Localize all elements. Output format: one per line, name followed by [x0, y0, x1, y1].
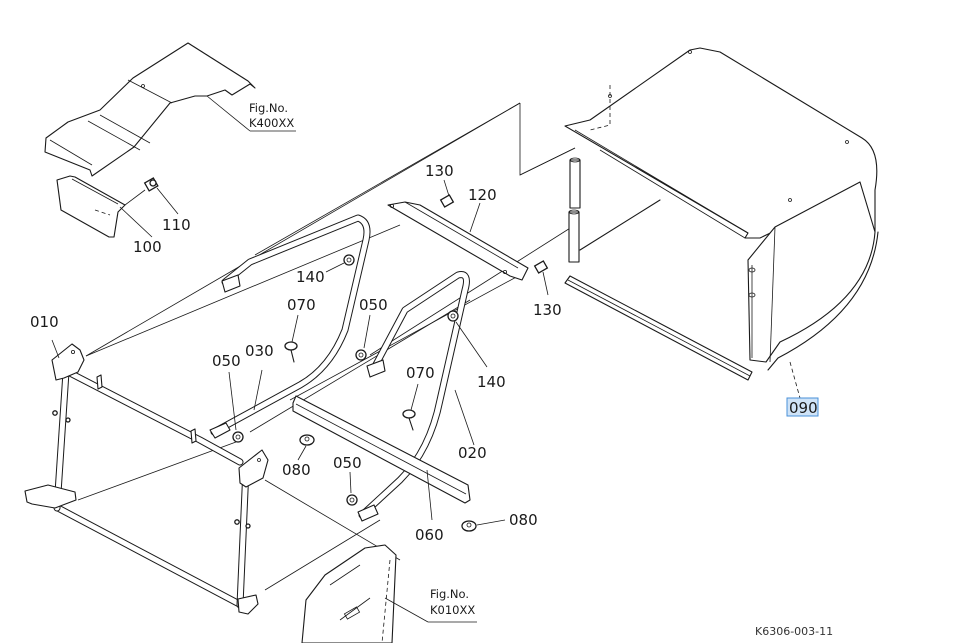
part-070-pin-a [284, 314, 299, 363]
part-label-090[interactable]: 090 [789, 399, 818, 417]
figure-ref-k400: Fig.No. K400XX [249, 101, 294, 130]
part-label-130-b: 130 [533, 301, 562, 319]
part-label-080-a: 080 [282, 461, 311, 479]
drawing-code: K6306-003-11 [755, 625, 833, 638]
part-110-bolt [143, 177, 179, 215]
part-030-bar [209, 214, 371, 439]
part-130-bolt-b [533, 260, 549, 296]
part-label-070-b: 070 [406, 364, 435, 382]
figure-ref-k010: Fig.No. K010XX [430, 587, 475, 617]
part-050-nut-a [228, 371, 244, 443]
figure-ref-number: K010XX [430, 603, 475, 617]
part-080-bushing-b [461, 519, 506, 532]
part-010-frame [24, 339, 269, 615]
part-label-030: 030 [245, 342, 274, 360]
part-140-nut-b [447, 310, 488, 368]
figure-ref-label: Fig.No. [249, 101, 288, 115]
part-label-050-c: 050 [333, 454, 362, 472]
part-label-110: 110 [162, 216, 191, 234]
part-050-nut-c [346, 471, 358, 506]
selection-highlight [786, 397, 819, 417]
part-090-label-highlighted[interactable]: 090 [786, 397, 819, 417]
part-050-nut-b [355, 314, 371, 361]
part-label-020: 020 [458, 444, 487, 462]
part-label-070-a: 070 [287, 296, 316, 314]
figure-ref-label: Fig.No. [430, 587, 469, 601]
part-label-010: 010 [30, 313, 59, 331]
part-080-bushing-a [297, 434, 315, 461]
part-label-050-a: 050 [212, 352, 241, 370]
part-130-bolt-a [439, 179, 455, 208]
mower-deck-k010 [301, 544, 477, 643]
part-label-050-b: 050 [359, 296, 388, 314]
part-070-pin-b [402, 383, 419, 431]
part-060-crossbar [292, 395, 471, 521]
part-090-grass-catcher [519, 47, 879, 399]
cover-plate-k400 [44, 42, 296, 177]
part-label-080-b: 080 [509, 511, 538, 529]
figure-ref-number: K400XX [249, 116, 294, 130]
part-label-130-a: 130 [425, 162, 454, 180]
part-120-cover [387, 201, 529, 281]
part-label-140-a: 140 [296, 268, 325, 286]
part-140-nut-a [325, 254, 355, 273]
assembly-guide-lines [77, 102, 576, 591]
part-label-140-b: 140 [477, 373, 506, 391]
part-label-120: 120 [468, 186, 497, 204]
part-100-bracket [56, 175, 153, 238]
part-label-060: 060 [415, 526, 444, 544]
part-label-100: 100 [133, 238, 162, 256]
